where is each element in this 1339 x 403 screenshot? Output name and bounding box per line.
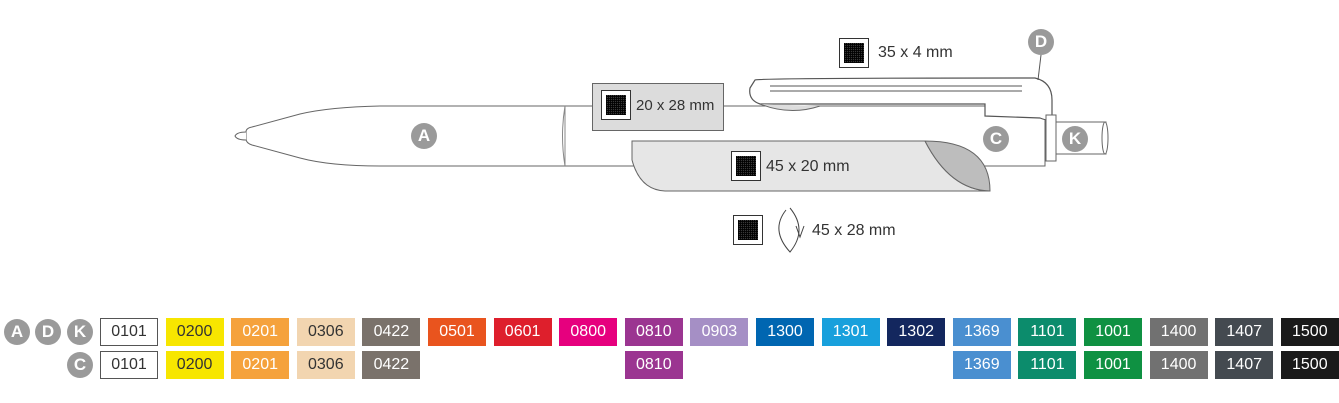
color-swatch-1400: 1400 xyxy=(1149,318,1208,346)
color-swatch-1407: 1407 xyxy=(1215,318,1274,346)
color-swatch-1369: 1369 xyxy=(952,318,1011,346)
row-marker-c: C xyxy=(67,352,93,378)
pen-diagram: 35 x 4 mm 20 x 28 mm 45 x 20 mm 45 x 28 … xyxy=(234,29,1109,253)
color-swatch-1001: 1001 xyxy=(1084,318,1142,346)
color-swatch-1400: 1400 xyxy=(1149,351,1208,379)
pen-drawing xyxy=(234,54,1109,253)
part-marker-c: C xyxy=(983,126,1009,152)
print-size-clip: 35 x 4 mm xyxy=(878,44,953,61)
qr-code-clip xyxy=(839,38,869,68)
pen-tip-outline xyxy=(234,131,247,141)
color-swatch-1001: 1001 xyxy=(1084,351,1142,379)
color-swatch-1500: 1500 xyxy=(1280,351,1339,379)
qr-code-wrap xyxy=(733,215,763,245)
color-swatch-0101: 0101 xyxy=(100,351,158,379)
qr-code-barrel-upper xyxy=(601,90,631,120)
color-swatch-0601: 0601 xyxy=(493,318,552,346)
qr-code-barrel-lower xyxy=(731,151,761,181)
barrel-joint-curve xyxy=(562,105,566,167)
color-swatch-0306: 0306 xyxy=(296,351,355,379)
part-marker-a: A xyxy=(411,123,437,149)
color-swatch-1500: 1500 xyxy=(1280,318,1339,346)
color-swatch-1300: 1300 xyxy=(756,318,814,346)
color-swatch-1302: 1302 xyxy=(887,318,946,346)
rotation-arrowhead xyxy=(795,225,805,239)
color-swatch-1369: 1369 xyxy=(952,351,1011,379)
color-swatch-1101: 1101 xyxy=(1018,351,1077,379)
color-swatch-1101: 1101 xyxy=(1018,318,1077,346)
color-swatch-0201: 0201 xyxy=(231,351,290,379)
color-swatch-0422: 0422 xyxy=(362,351,421,379)
pen-clip xyxy=(749,77,1053,121)
clip-foot xyxy=(759,103,821,111)
color-swatch-0200: 0200 xyxy=(165,351,224,379)
lower-band-end-shading xyxy=(924,140,991,192)
color-swatch-0800: 0800 xyxy=(559,318,618,346)
color-swatch-0201: 0201 xyxy=(231,318,290,346)
color-swatch-0422: 0422 xyxy=(362,318,421,346)
color-swatch-0200: 0200 xyxy=(165,318,224,346)
color-swatch-0810: 0810 xyxy=(624,351,683,379)
print-size-wrap: 45 x 28 mm xyxy=(812,222,896,239)
color-swatch-0903: 0903 xyxy=(690,318,749,346)
print-size-barrel-upper: 20 x 28 mm xyxy=(636,97,715,114)
color-swatch-0101: 0101 xyxy=(100,318,158,346)
row-marker-k: K xyxy=(67,319,93,345)
color-swatch-1301: 1301 xyxy=(821,318,880,346)
color-swatch-0501: 0501 xyxy=(428,318,486,346)
color-swatch-1407: 1407 xyxy=(1215,351,1274,379)
color-swatch-0810: 0810 xyxy=(624,318,683,346)
part-marker-d: D xyxy=(1028,29,1054,55)
rotation-arrow xyxy=(778,207,800,253)
print-size-barrel-lower: 45 x 20 mm xyxy=(766,158,850,175)
marker-d-leader xyxy=(1037,54,1042,81)
color-swatch-0306: 0306 xyxy=(296,318,355,346)
pen-button-collar xyxy=(1045,114,1057,162)
row-marker-a: A xyxy=(4,319,30,345)
pen-button-end xyxy=(1101,121,1109,155)
part-marker-k: K xyxy=(1062,126,1088,152)
row-marker-d: D xyxy=(35,319,61,345)
